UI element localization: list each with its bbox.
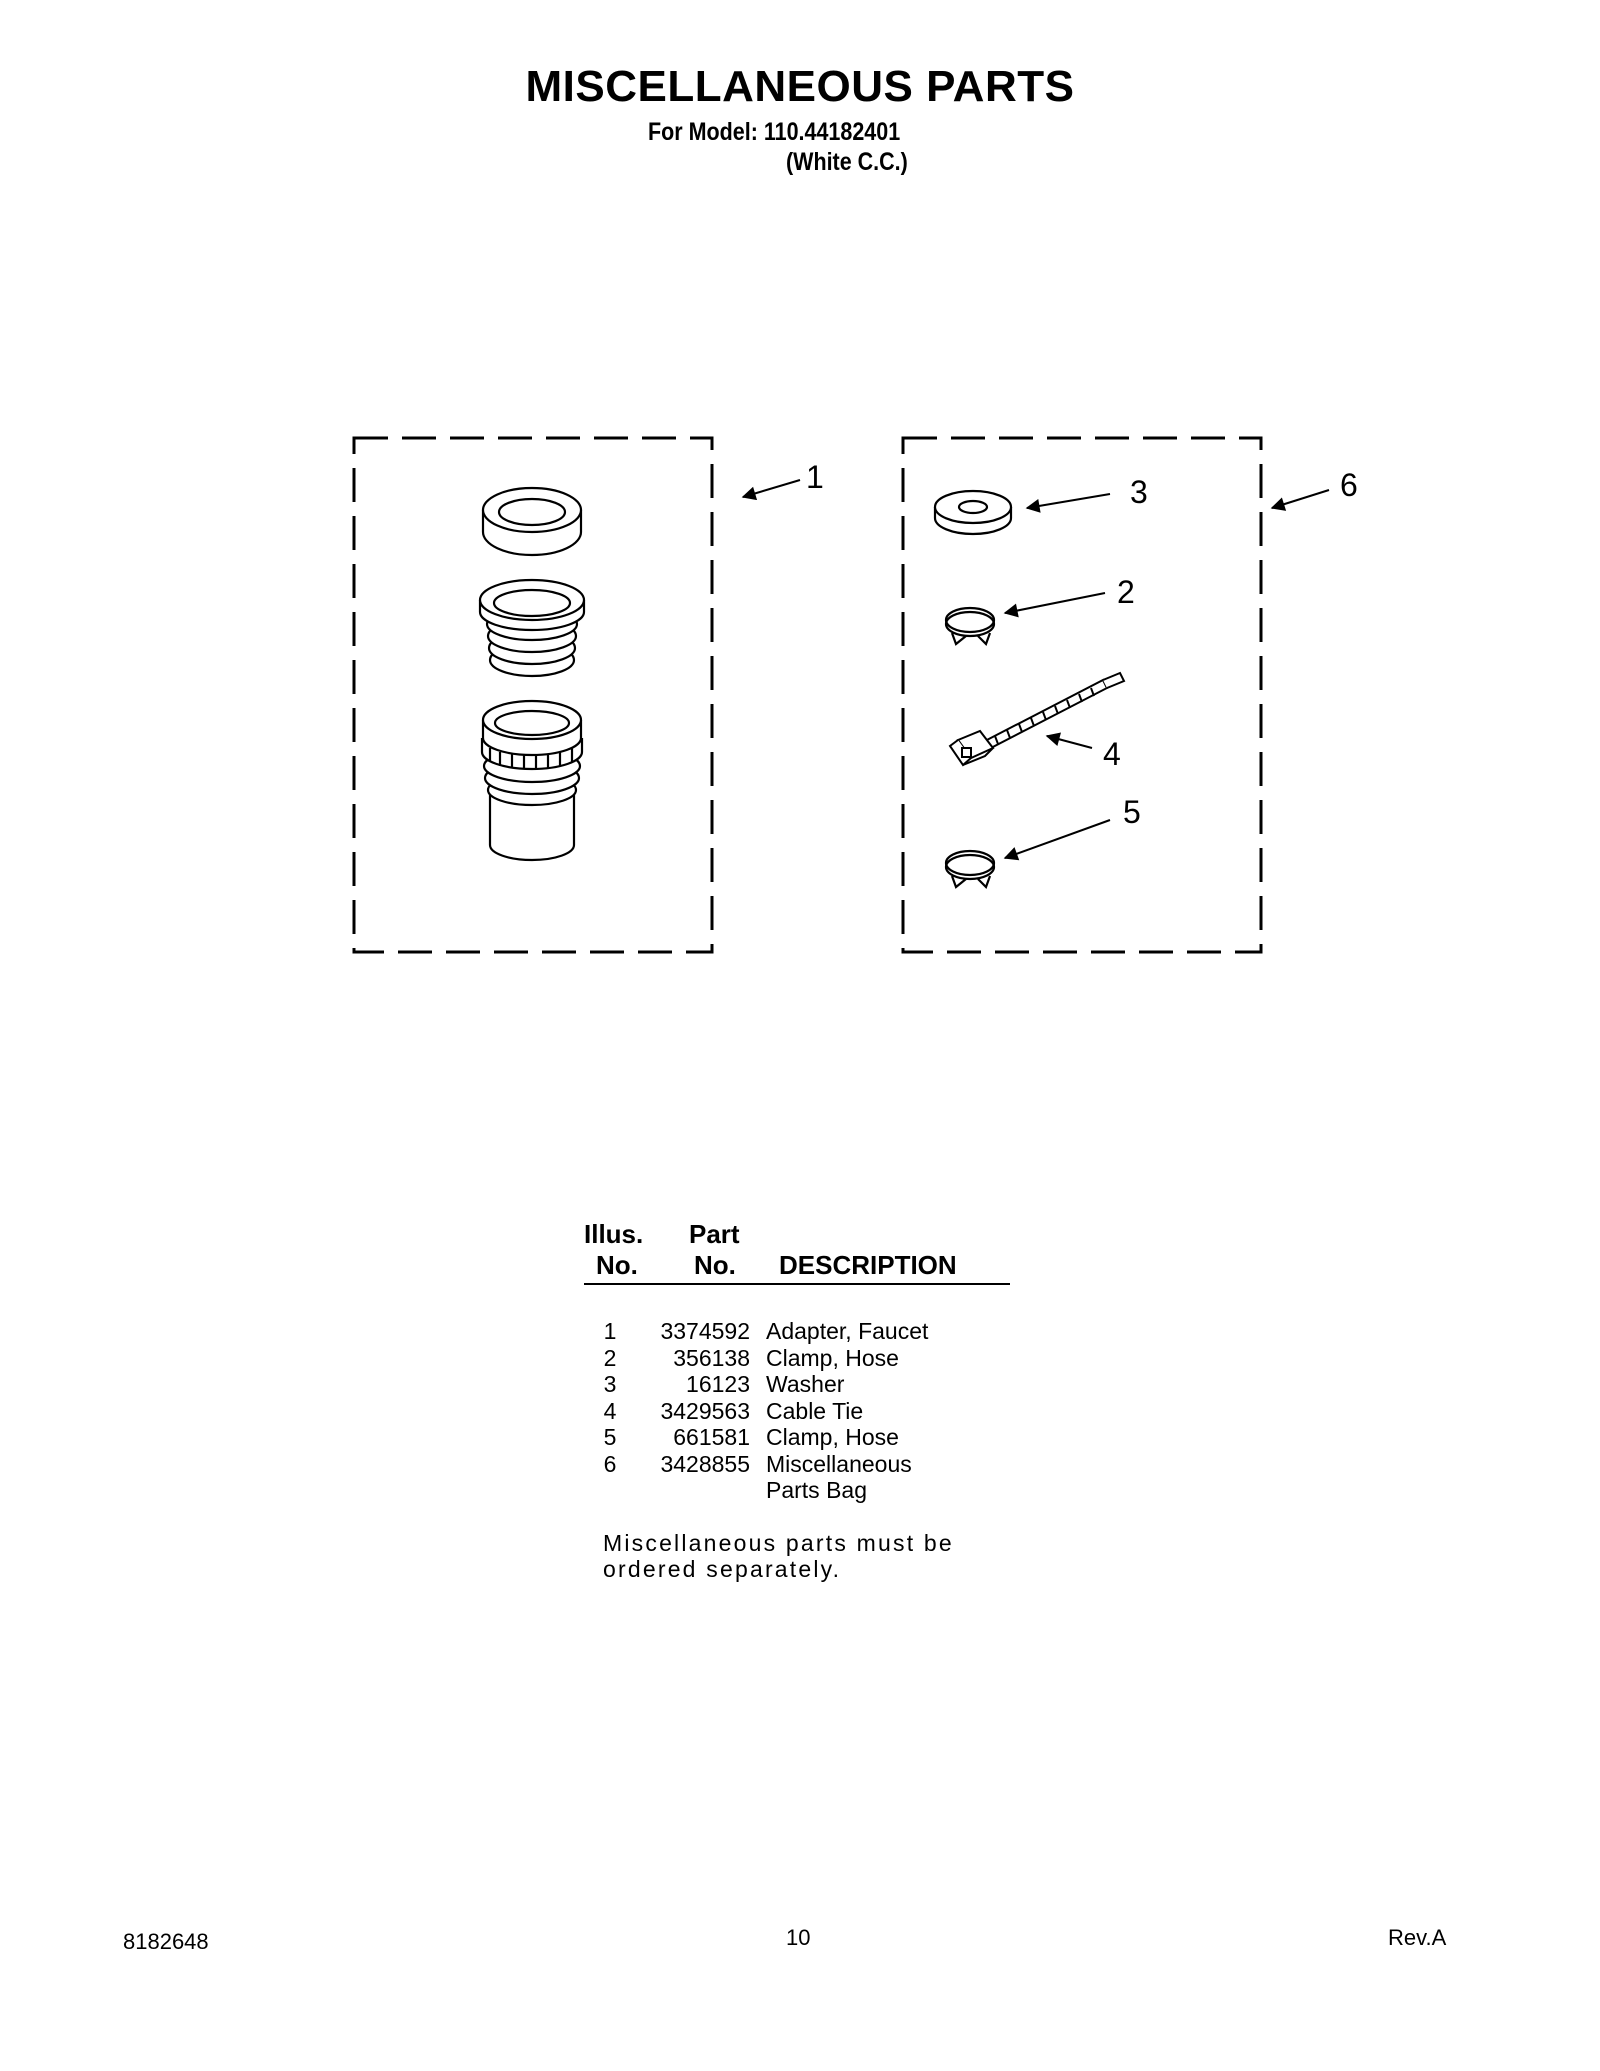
revision: Rev.A xyxy=(1388,1925,1447,1950)
washer-icon xyxy=(933,489,1013,536)
header-illus-bottom: No. xyxy=(596,1250,638,1280)
part-description: Adapter, Faucet xyxy=(766,1318,929,1344)
table-row: 6 3428855 Miscellaneous xyxy=(580,1451,928,1478)
part-no: 3428855 xyxy=(660,1450,750,1477)
leader-arrow-2 xyxy=(1003,592,1106,618)
adapter-washer-icon xyxy=(481,486,583,557)
illus-no: 3 xyxy=(603,1371,617,1397)
hose-clamp-icon xyxy=(944,606,996,646)
header-illus-top: Illus. xyxy=(584,1219,644,1249)
cable-tie-icon xyxy=(948,671,1126,767)
header-part-top: Part xyxy=(689,1219,740,1249)
illus-no: 5 xyxy=(603,1424,617,1450)
doc-number: 8182648 xyxy=(123,1929,209,1954)
leader-arrow-3 xyxy=(1025,493,1111,513)
part-description: Washer xyxy=(766,1371,845,1397)
illus-no: 4 xyxy=(603,1397,617,1424)
part-no xyxy=(640,1477,766,1504)
callout-4: 4 xyxy=(1103,736,1121,772)
table-row: 1 3374592 Adapter, Faucet xyxy=(580,1318,929,1345)
table-row: Parts Bag xyxy=(580,1477,928,1504)
adapter-insert-icon xyxy=(478,578,586,678)
part-no: 16123 xyxy=(686,1371,750,1397)
model-line: For Model: 110.44182401 xyxy=(648,118,901,146)
part-no: 356138 xyxy=(673,1344,750,1371)
parts-table: 1 3374592 Adapter, Faucet 2 356138 Clamp… xyxy=(580,1318,929,1504)
callout-5: 5 xyxy=(1123,794,1141,830)
header-part-bottom: No. xyxy=(694,1250,736,1280)
hose-clamp-2-icon xyxy=(944,849,996,889)
leader-arrow-1 xyxy=(741,479,801,501)
illus-no: 6 xyxy=(603,1450,617,1477)
variant-line: (White C.C.) xyxy=(786,148,908,176)
callout-3: 3 xyxy=(1130,474,1148,510)
part-no: 3429563 xyxy=(660,1397,750,1424)
leader-arrow-6 xyxy=(1270,489,1330,511)
parts-diagram: 1 3 6 2 4 5 xyxy=(352,436,1358,954)
table-row: 2 356138 Clamp, Hose xyxy=(580,1345,928,1372)
callout-6: 6 xyxy=(1340,467,1358,503)
part-description: Clamp, Hose xyxy=(766,1344,899,1371)
part-description: Cable Tie xyxy=(766,1397,864,1424)
table-row: 5 661581 Clamp, Hose xyxy=(580,1424,928,1451)
leader-arrow-4 xyxy=(1045,732,1093,749)
part-description: Parts Bag xyxy=(766,1477,867,1503)
table-row: 3 16123 Washer xyxy=(580,1371,928,1398)
adapter-body-icon xyxy=(480,699,584,862)
illus-no: 1 xyxy=(603,1318,617,1344)
table-row: 4 3429563 Cable Tie xyxy=(580,1398,928,1425)
header-rule xyxy=(584,1283,1010,1285)
part-no: 3374592 xyxy=(660,1318,750,1344)
callout-1: 1 xyxy=(806,459,824,495)
header-description: DESCRIPTION xyxy=(779,1250,957,1280)
leader-arrow-5 xyxy=(1003,819,1111,861)
illus-no: 2 xyxy=(603,1344,617,1371)
illus-no xyxy=(580,1477,640,1504)
part-no: 661581 xyxy=(673,1424,750,1450)
order-note: Miscellaneous parts must be ordered sepa… xyxy=(603,1530,954,1582)
part-description: Clamp, Hose xyxy=(766,1424,899,1450)
part-description: Miscellaneous xyxy=(766,1450,912,1477)
page-number: 10 xyxy=(786,1925,811,1950)
page-title: MISCELLANEOUS PARTS xyxy=(525,62,1075,111)
callout-2: 2 xyxy=(1117,574,1135,610)
